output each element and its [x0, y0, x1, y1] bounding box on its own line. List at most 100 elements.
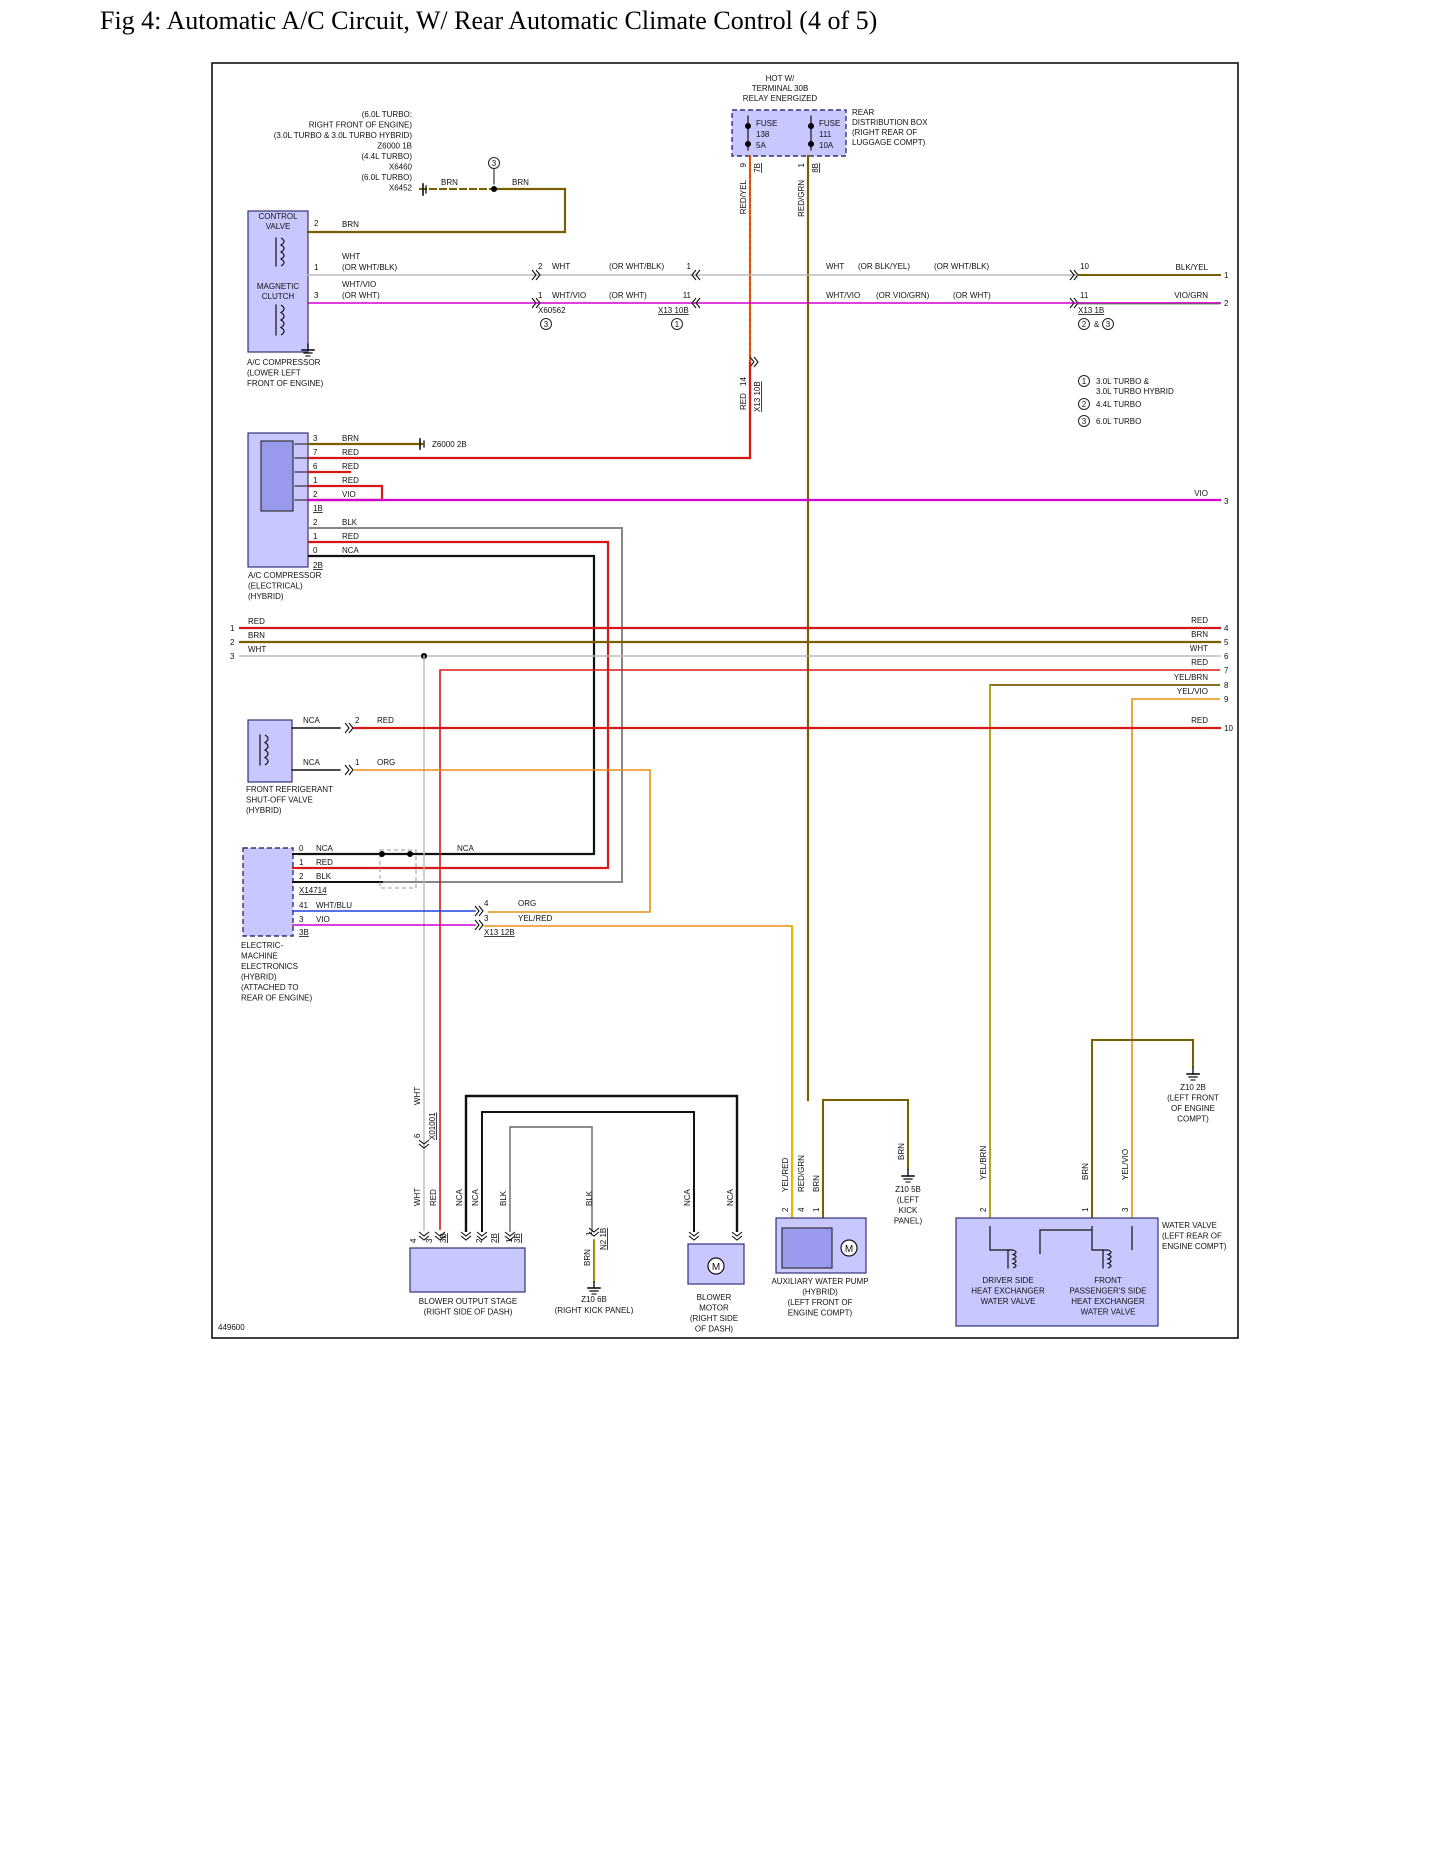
- pin-label: 1: [314, 263, 319, 272]
- legend-callout: 1: [1082, 377, 1087, 386]
- wire-brn: [1091, 1039, 1194, 1218]
- connector-blower-motor: [731, 1231, 743, 1237]
- shutoff-valve-coil: [263, 734, 269, 766]
- motor-symbol: [707, 1257, 725, 1275]
- right-end-label: RED: [1191, 716, 1208, 725]
- wire-label: ORG: [518, 899, 536, 908]
- pin-label: 3: [484, 914, 489, 923]
- hot-label: TERMINAL 30B: [752, 84, 809, 93]
- connector-blower-motor: [688, 1235, 700, 1241]
- rear-distribution-box-label: (RIGHT REAR OF: [852, 128, 917, 137]
- wire-label: BRN: [897, 1143, 906, 1160]
- connector-blower-stage: [476, 1231, 488, 1237]
- wire-label: RED/YEL: [739, 179, 748, 214]
- connector-blower-motor: [731, 1235, 743, 1241]
- legend-text: 4.4L TURBO: [1096, 400, 1141, 409]
- option-callout: 2: [1082, 320, 1087, 329]
- connector-blower-stage: [418, 1235, 430, 1241]
- connector-label: X01001: [428, 1112, 437, 1140]
- rear-distribution-box-label: DISTRIBUTION BOX: [852, 118, 928, 127]
- wire-yel-vio: [1131, 698, 1220, 1218]
- legend-callout: [1078, 415, 1090, 427]
- wire-label: RED: [316, 858, 333, 867]
- ground-location-note: RIGHT FRONT OF ENGINE): [309, 121, 413, 130]
- rear-distribution-box-label: REAR: [852, 108, 874, 117]
- pin-label: 2: [355, 716, 360, 725]
- connector-x60562: [535, 297, 541, 309]
- connector-blower-stage: [504, 1231, 516, 1237]
- fuse-number: 138: [756, 130, 770, 139]
- water-valve-label: WATER VALVE: [1162, 1221, 1217, 1230]
- fuse-terminal: [745, 123, 751, 129]
- water-valve-label: (LEFT REAR OF: [1162, 1232, 1222, 1241]
- connector-label: 1B: [313, 504, 323, 513]
- connector-x13-10b-14: [749, 356, 755, 368]
- connector-x13-10b: [695, 297, 701, 309]
- refrigerant-shutoff-valve-label: SHUT-OFF VALVE: [246, 796, 313, 805]
- fuse-name: FUSE: [756, 119, 777, 128]
- control-valve-label: CONTROL: [258, 212, 298, 221]
- electric-machine-electronics-label: ELECTRONICS: [241, 962, 298, 971]
- hot-label: RELAY ENERGIZED: [743, 94, 818, 103]
- wire-label: NCA: [683, 1188, 692, 1206]
- pin-label: 10: [1080, 262, 1089, 271]
- auxiliary-water-pump-label: (HYBRID): [802, 1288, 838, 1297]
- pin-label: 7: [313, 448, 318, 457]
- pin-label: 2B: [490, 1233, 499, 1243]
- right-end-label: VIO: [1194, 489, 1208, 498]
- water-valve-label: ENGINE COMPT): [1162, 1242, 1227, 1251]
- wire-label: (OR WHT/BLK): [342, 263, 397, 272]
- passenger-valve-coil: [1106, 1249, 1112, 1269]
- control-valve-coil: [279, 237, 285, 267]
- pin-label: 1: [505, 1238, 514, 1243]
- pin-label: 2: [781, 1207, 790, 1212]
- pin-label: 3: [1121, 1207, 1130, 1212]
- connector-x13-10b: [691, 269, 697, 281]
- refrigerant-shutoff-valve-label: FRONT REFRIGERANT: [246, 785, 333, 794]
- pin-label: 3B: [439, 1233, 448, 1243]
- connector-x13-1b: [1069, 269, 1075, 281]
- legend-callout: [1078, 398, 1090, 410]
- electric-machine-electronics-label: (ATTACHED TO: [241, 983, 299, 992]
- connector-x01001: [418, 1143, 430, 1149]
- pin-label: 6: [413, 1133, 422, 1138]
- connector-label: X13 12B: [484, 928, 515, 937]
- wire-label: RED: [429, 1189, 438, 1206]
- pin-label: 7B: [753, 163, 762, 173]
- wire-label: NCA: [303, 716, 321, 725]
- wire-label: BLK: [499, 1190, 508, 1206]
- option-callout: 3: [492, 159, 497, 168]
- connector-label: 3B: [299, 928, 309, 937]
- pin-label: 2: [979, 1207, 988, 1212]
- ground-label: (RIGHT KICK PANEL): [555, 1306, 634, 1315]
- wire-label: RED/GRN: [797, 1155, 806, 1192]
- right-end-number: 9: [1224, 695, 1229, 704]
- wire-label: NCA: [342, 546, 360, 555]
- ground-location-note: (6.0L TURBO:: [362, 110, 412, 119]
- electric-machine-electronics-label: REAR OF ENGINE): [241, 994, 312, 1003]
- wire-label: (OR BLK/YEL): [858, 262, 910, 271]
- option-callout: [1078, 318, 1090, 330]
- wire-label: WHT: [413, 1087, 422, 1105]
- legend-callout: 3: [1082, 417, 1087, 426]
- ground-label: PANEL): [894, 1217, 923, 1226]
- connector-x13-10b-14: [753, 356, 759, 368]
- connector-label: X13 1B: [1078, 306, 1104, 315]
- wire-label: YEL/BRN: [979, 1146, 988, 1180]
- pin-label: 1: [1081, 1207, 1090, 1212]
- splice: [379, 851, 385, 857]
- connector-label: N2 1B: [599, 1228, 608, 1250]
- wire-label: (OR WHT): [953, 291, 991, 300]
- fuse-terminal: [745, 141, 751, 147]
- wire-org: [354, 769, 651, 913]
- wire-label: NCA: [316, 844, 334, 853]
- right-end-number: 1: [1224, 271, 1229, 280]
- control-valve-label: VALVE: [266, 222, 291, 231]
- pin-label: 4: [484, 899, 489, 908]
- ac-compressor-label: A/C COMPRESSOR: [247, 358, 321, 367]
- left-input-number: 3: [230, 652, 235, 661]
- left-input-number: 1: [230, 624, 235, 633]
- ground-location-note: (6.0L TURBO): [361, 173, 412, 182]
- connector-x60562: [535, 269, 541, 281]
- legend-text: 3.0L TURBO HYBRID: [1096, 387, 1174, 396]
